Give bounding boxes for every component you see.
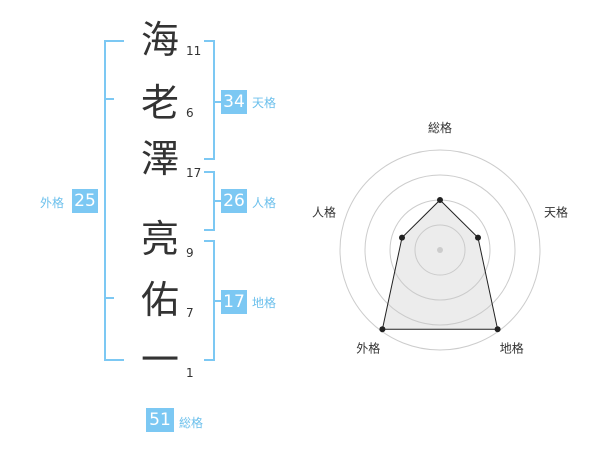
tenkaku-label: 天格 xyxy=(252,96,277,110)
radar-point-4 xyxy=(379,326,386,333)
stroke-count-3: 17 xyxy=(186,166,202,180)
radar-ring xyxy=(414,224,466,276)
jinkaku-connector xyxy=(215,200,222,202)
radar-axis-label-5: 人格 xyxy=(312,204,336,219)
radar-point-5 xyxy=(399,234,405,241)
radar-point-1 xyxy=(437,197,443,203)
stroke-count-5: 7 xyxy=(186,306,194,320)
name-char-6: 一 xyxy=(140,338,179,382)
gaikaku-bracket xyxy=(104,40,124,361)
chikaku-label: 地格 xyxy=(252,296,277,310)
tenkaku-badge: 34 xyxy=(221,90,247,114)
radar-center-dot xyxy=(437,247,443,253)
bracket-tick xyxy=(104,297,114,299)
soukaku-label: 総格 xyxy=(179,416,204,430)
chikaku-bracket xyxy=(204,240,215,361)
radar-axis-label-2: 天格 xyxy=(544,204,568,219)
stroke-count-2: 6 xyxy=(186,106,194,120)
radar-axis-label-3: 地格 xyxy=(500,341,524,356)
chikaku-badge: 17 xyxy=(221,290,247,314)
name-char-1: 海 xyxy=(140,18,179,62)
tenkaku-bracket xyxy=(204,40,215,160)
radar-point-2 xyxy=(475,234,481,241)
soukaku-badge: 51 xyxy=(146,408,174,432)
gaikaku-label: 外格 xyxy=(40,196,65,210)
radar-axis-label-4: 外格 xyxy=(356,341,380,356)
radar-axis-label-1: 総格 xyxy=(428,120,452,135)
gaikaku-badge: 25 xyxy=(72,189,98,213)
bracket-tick xyxy=(104,98,114,100)
tenkaku-connector xyxy=(215,101,222,103)
stroke-count-4: 9 xyxy=(186,246,194,260)
name-char-4: 亮 xyxy=(140,217,179,261)
jinkaku-badge: 26 xyxy=(221,189,247,213)
radar-series-polygon xyxy=(381,199,499,330)
stroke-count-6: 1 xyxy=(186,366,194,380)
jinkaku-label: 人格 xyxy=(252,196,277,210)
name-char-5: 佑 xyxy=(140,278,179,322)
chikaku-connector xyxy=(215,300,222,302)
name-char-3: 澤 xyxy=(140,137,179,181)
name-char-2: 老 xyxy=(140,81,179,125)
radar-point-3 xyxy=(494,326,501,333)
jinkaku-bracket xyxy=(204,171,215,231)
radar-ring xyxy=(364,174,516,326)
stroke-count-1: 11 xyxy=(186,44,202,58)
radar-ring xyxy=(339,149,541,351)
